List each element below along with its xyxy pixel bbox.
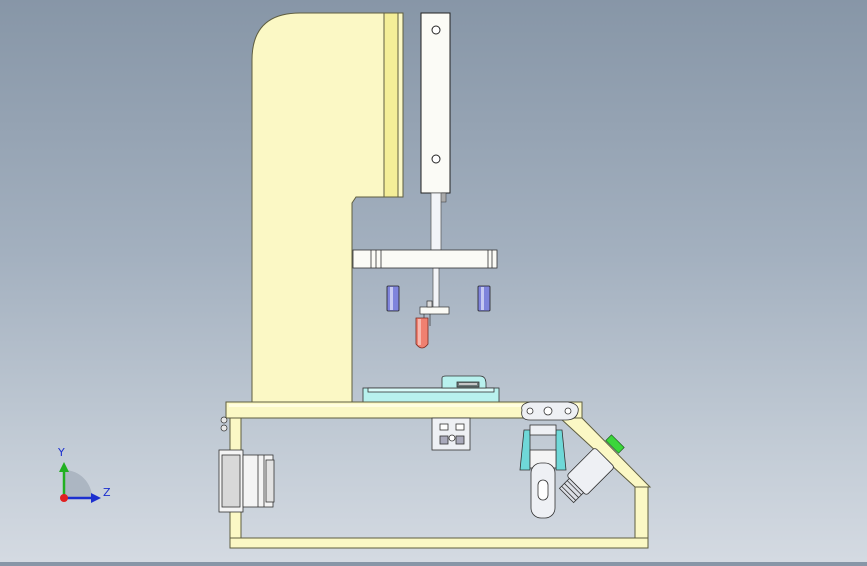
table-top — [225, 401, 583, 419]
green-sensor — [605, 434, 625, 454]
axis-triad: Y Z — [57, 446, 111, 503]
angled-cylinder — [558, 448, 614, 504]
side-hinge — [220, 416, 228, 432]
toggle-clamp — [519, 401, 579, 519]
z-axis-label: Z — [103, 486, 111, 499]
profile-bracket — [431, 417, 471, 451]
side-motor-unit — [218, 449, 275, 513]
press-c-frame — [251, 12, 404, 403]
guide-plate — [352, 249, 498, 269]
vertical-slide-bar — [420, 12, 451, 203]
slide-bar-hole-top — [431, 25, 441, 35]
x-axis-origin-icon — [60, 494, 68, 502]
work-base-plate — [362, 375, 500, 403]
guide-post-left — [386, 285, 400, 312]
y-axis-label: Y — [57, 446, 65, 459]
punch-tip-red — [415, 317, 429, 349]
guide-post-right — [477, 285, 491, 312]
slide-bar-hole-bottom — [431, 154, 441, 164]
